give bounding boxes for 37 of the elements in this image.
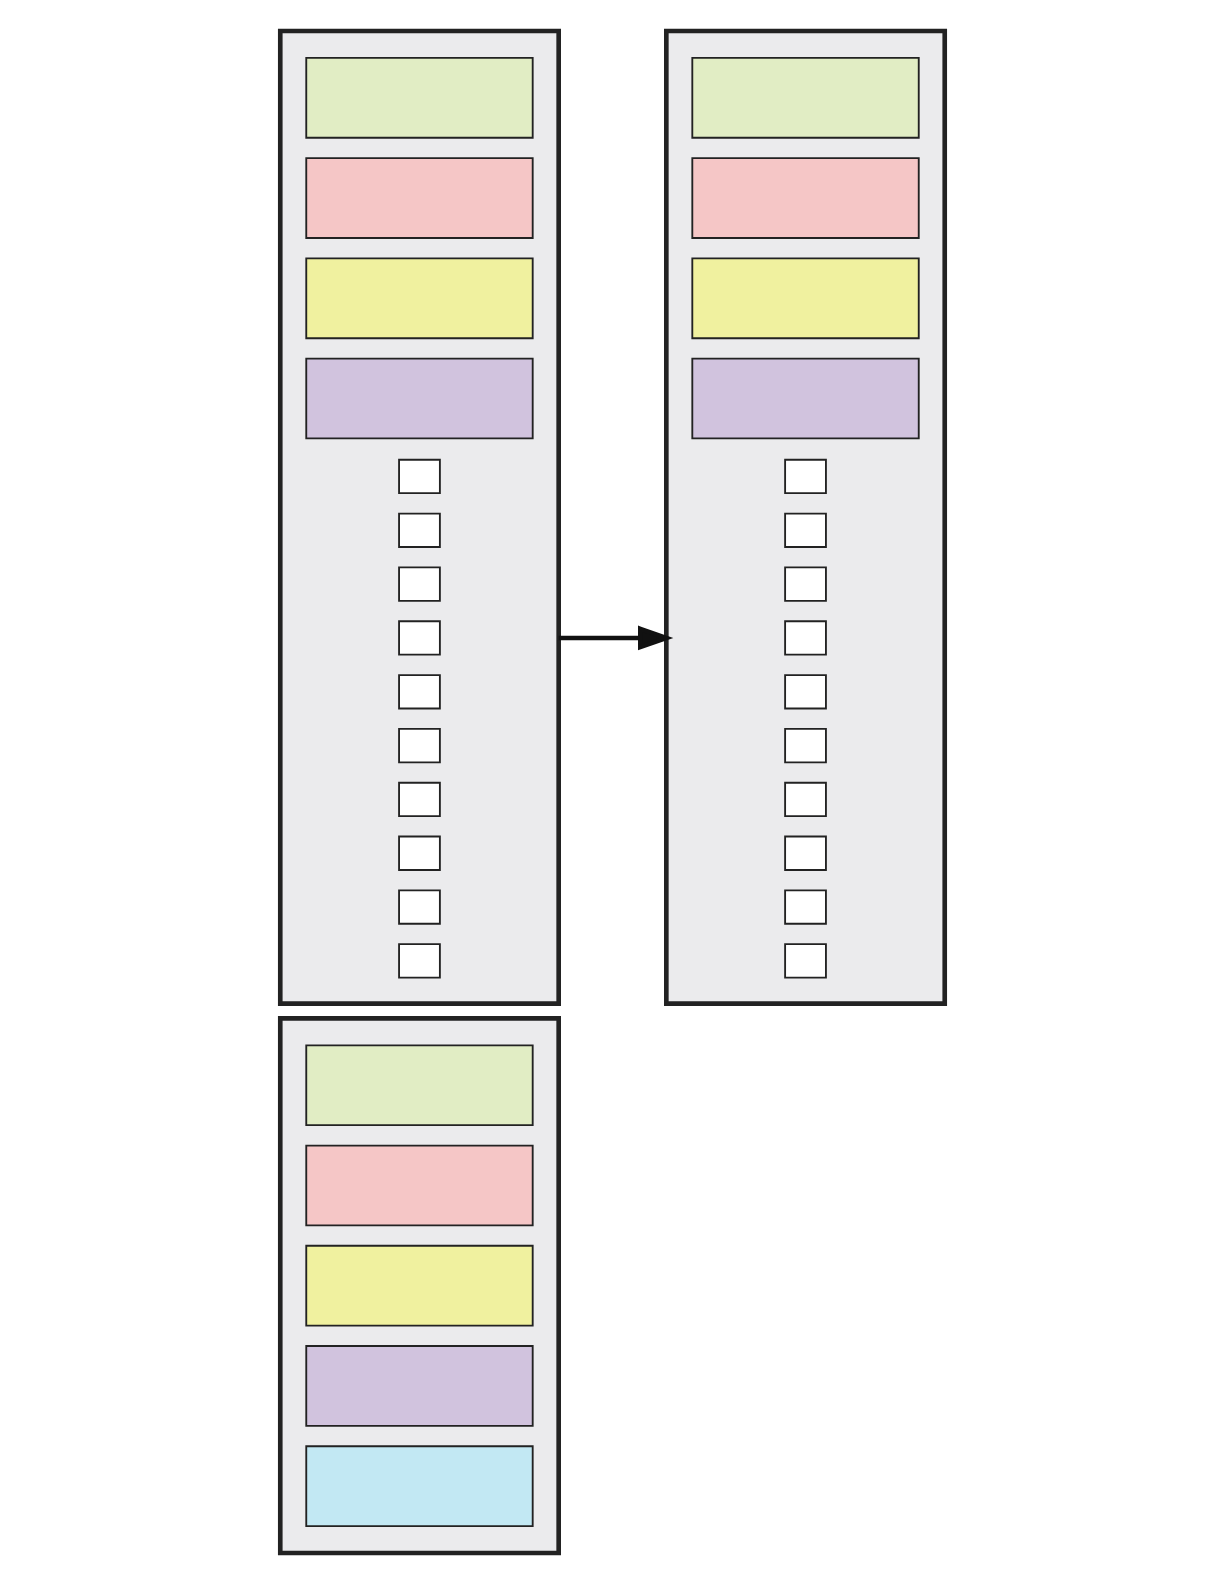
cluster bbox=[663, 28, 947, 1006]
node-box bbox=[304, 357, 534, 440]
node-box bbox=[783, 889, 827, 925]
node-box bbox=[397, 835, 441, 871]
node-box bbox=[397, 458, 441, 495]
node-box bbox=[397, 943, 441, 979]
node-box bbox=[397, 727, 441, 764]
node-box bbox=[304, 1244, 534, 1327]
arrow bbox=[558, 625, 673, 651]
node-box bbox=[690, 157, 920, 239]
node-box bbox=[304, 1044, 534, 1127]
node-box bbox=[690, 257, 920, 340]
node-box bbox=[690, 357, 920, 440]
node-box bbox=[304, 57, 534, 139]
node-box bbox=[397, 512, 441, 548]
node-box bbox=[304, 1345, 534, 1427]
node-box bbox=[397, 781, 441, 818]
node-box bbox=[304, 1144, 534, 1227]
node-box bbox=[783, 620, 827, 656]
node-box bbox=[304, 257, 534, 340]
node-box bbox=[783, 943, 827, 979]
node-box bbox=[397, 889, 441, 925]
cluster bbox=[277, 1016, 561, 1556]
node-box bbox=[304, 157, 534, 239]
node-box bbox=[397, 566, 441, 602]
cluster bbox=[277, 28, 561, 1006]
node-box bbox=[690, 57, 920, 139]
node-box bbox=[397, 620, 441, 656]
node-box bbox=[783, 512, 827, 548]
node-box bbox=[783, 674, 827, 710]
node-box bbox=[783, 781, 827, 818]
node-box bbox=[783, 727, 827, 764]
node-box bbox=[783, 458, 827, 495]
node-box bbox=[783, 566, 827, 602]
node-box bbox=[397, 674, 441, 710]
node-box bbox=[304, 1445, 534, 1527]
node-box bbox=[783, 835, 827, 871]
